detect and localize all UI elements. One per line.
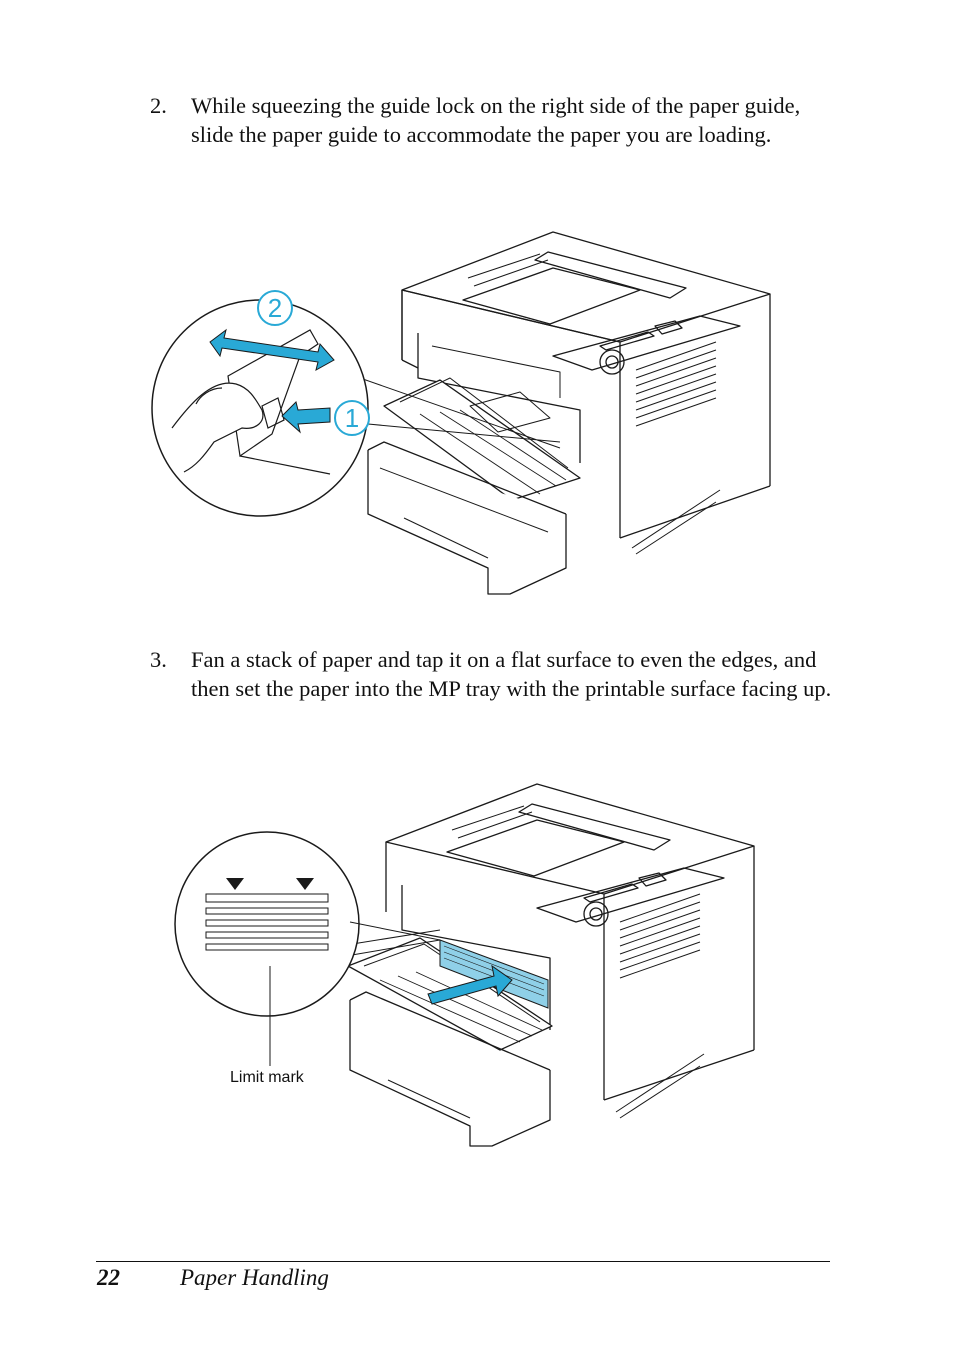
step-text: While squeezing the guide lock on the ri… <box>191 93 801 147</box>
page-number: 22 <box>97 1265 120 1290</box>
printer-illustration-2 <box>174 783 755 1147</box>
step-text: Fan a stack of paper and tap it on a fla… <box>191 647 832 701</box>
callout-1-circle <box>334 400 370 436</box>
callout-2-circle <box>257 290 293 326</box>
squeeze-arrow-icon <box>281 401 331 434</box>
slide-arrow-icon <box>209 328 335 371</box>
limit-triangle-icon <box>226 878 314 890</box>
step-number: 3. <box>150 647 167 672</box>
figure-load-paper <box>0 780 954 1150</box>
callout-1-label: 1 <box>345 403 359 433</box>
step-number: 2. <box>150 93 167 118</box>
figure-paper-guide: 2 1 <box>0 228 954 598</box>
limit-mark-label: Limit mark <box>230 1069 304 1086</box>
insert-arrow-icon <box>427 964 513 1005</box>
section-title: Paper Handling <box>180 1265 329 1290</box>
footer-divider <box>96 1261 830 1262</box>
callout-2-label: 2 <box>268 293 282 323</box>
printer-illustration-1: 2 1 <box>151 231 771 595</box>
